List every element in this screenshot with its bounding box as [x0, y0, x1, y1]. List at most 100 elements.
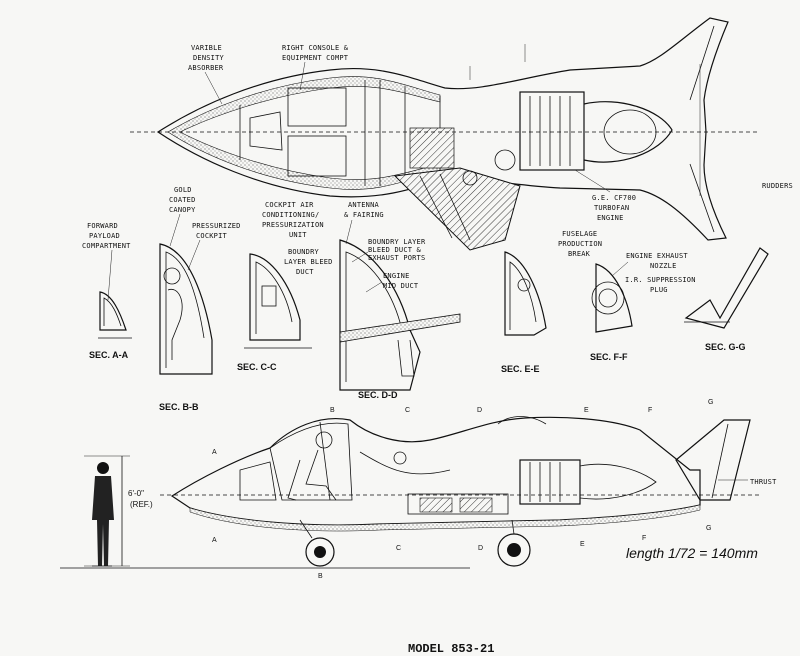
section-label-aa: SEC. A-A	[89, 350, 129, 360]
side-tail-fin	[675, 419, 751, 501]
section-cc: SEC. C-C	[237, 253, 312, 372]
svg-text:NOZZLE: NOZZLE	[650, 262, 677, 270]
svg-text:BOUNDRY LAYER: BOUNDRY LAYER	[368, 238, 426, 246]
section-label-ee: SEC. E-E	[501, 364, 540, 374]
label-rudders: RUDDERS	[762, 182, 793, 190]
svg-text:CANOPY: CANOPY	[169, 206, 196, 214]
svg-text:F: F	[648, 407, 652, 414]
svg-text:D: D	[477, 407, 482, 414]
label-engine-exhaust-nozzle: ENGINE EXHAUST NOZZLE	[611, 252, 688, 277]
svg-text:B: B	[330, 407, 335, 414]
svg-text:PRESSURIZATION: PRESSURIZATION	[262, 221, 324, 229]
svg-text:ENGINE: ENGINE	[597, 214, 624, 222]
section-label-cc: SEC. C-C	[237, 362, 277, 372]
section-ff: SEC. F-F	[590, 263, 633, 362]
svg-text:ABSORBER: ABSORBER	[188, 64, 224, 72]
svg-text:FUSELAGE: FUSELAGE	[562, 230, 597, 238]
label-engine-mid-duct: ENGINE MID DUCT	[365, 272, 419, 293]
label-boundry-duct: BOUNDRY LAYER BLEED DUCT	[284, 248, 332, 276]
svg-text:G: G	[706, 525, 711, 532]
svg-text:G.E. CF700: G.E. CF700	[592, 194, 636, 202]
svg-text:E: E	[584, 407, 589, 414]
cut-marks: A A B B C C D D E E F F G G	[212, 399, 713, 580]
model-number: MODEL 853-21	[408, 642, 494, 656]
svg-text:A: A	[212, 537, 217, 544]
svg-text:CONDITIONING/: CONDITIONING/	[262, 211, 319, 219]
svg-text:C: C	[405, 407, 410, 414]
svg-text:ANTENNA: ANTENNA	[348, 201, 379, 209]
svg-text:BOUNDRY: BOUNDRY	[288, 248, 319, 256]
plan-console-box	[287, 87, 347, 127]
scale-note: length 1/72 = 140mm	[626, 545, 758, 561]
plan-fuel-tank	[409, 127, 455, 169]
nose-wheel	[305, 537, 335, 567]
svg-text:COATED: COATED	[169, 196, 196, 204]
svg-text:B: B	[318, 573, 323, 580]
svg-text:ENGINE: ENGINE	[383, 272, 410, 280]
label-variable-absorber: VARIBLE DENSITY ABSORBER	[188, 44, 224, 105]
label-thrust: THRUST	[750, 478, 777, 486]
human-scale-figure	[92, 462, 114, 567]
section-label-gg: SEC. G-G	[705, 342, 746, 352]
height-dimension: 6'-0" (REF.)	[84, 455, 153, 567]
svg-text:TURBOFAN: TURBOFAN	[594, 204, 629, 212]
section-dd-wing	[339, 313, 461, 343]
label-pressurized-cockpit: PRESSURIZED COCKPIT	[187, 222, 241, 271]
svg-text:EQUIPMENT COMPT: EQUIPMENT COMPT	[282, 54, 349, 62]
label-gold-canopy: GOLD COATED CANOPY	[169, 186, 196, 247]
svg-text:PAYLOAD: PAYLOAD	[89, 232, 120, 240]
plan-fuselage-outline	[156, 17, 729, 241]
svg-text:ENGINE EXHAUST: ENGINE EXHAUST	[626, 252, 688, 260]
plan-console-box-lower	[287, 135, 347, 177]
section-aa: SEC. A-A	[89, 291, 132, 360]
svg-text:COCKPIT AIR: COCKPIT AIR	[265, 201, 314, 209]
svg-text:EXHAUST PORTS: EXHAUST PORTS	[368, 254, 425, 262]
label-engine: G.E. CF700 TURBOFAN ENGINE	[574, 169, 636, 222]
svg-text:GOLD: GOLD	[174, 186, 192, 194]
svg-text:COMPARTMENT: COMPARTMENT	[82, 242, 131, 250]
svg-text:FORWARD: FORWARD	[87, 222, 118, 230]
svg-text:BLEED DUCT &: BLEED DUCT &	[368, 246, 422, 254]
section-gg: SEC. G-G	[684, 247, 769, 352]
side-absorber-band	[189, 504, 701, 532]
main-wheel	[497, 533, 531, 567]
label-antenna: ANTENNA & FAIRING	[344, 201, 384, 245]
svg-text:COCKPIT: COCKPIT	[196, 232, 227, 240]
svg-text:C: C	[396, 545, 401, 552]
label-cockpit-air: COCKPIT AIR CONDITIONING/ PRESSURIZATION…	[262, 201, 324, 239]
svg-text:I.R. SUPPRESSION: I.R. SUPPRESSION	[625, 276, 696, 284]
svg-text:DUCT: DUCT	[296, 268, 314, 276]
svg-text:A: A	[212, 449, 217, 456]
svg-text:DENSITY: DENSITY	[193, 54, 224, 62]
svg-text:E: E	[580, 541, 585, 548]
label-forward-payload: FORWARD PAYLOAD COMPARTMENT	[82, 222, 131, 301]
section-bb: SEC. B-B	[159, 243, 213, 412]
svg-text:BREAK: BREAK	[568, 250, 591, 258]
label-ir-suppression: I.R. SUPPRESSION PLUG	[625, 276, 696, 294]
label-fuselage-break: FUSELAGE PRODUCTION BREAK	[558, 230, 602, 258]
svg-text:F: F	[642, 535, 646, 542]
svg-text:(REF.): (REF.)	[130, 500, 153, 509]
side-view	[60, 416, 760, 569]
label-right-console: RIGHT CONSOLE & EQUIPMENT COMPT	[282, 44, 349, 91]
plan-absorber-shell	[167, 76, 441, 190]
svg-text:PLUG: PLUG	[650, 286, 668, 294]
section-label-dd: SEC. D-D	[358, 390, 398, 400]
svg-text:& FAIRING: & FAIRING	[344, 211, 384, 219]
section-dd: SEC. D-D	[339, 239, 461, 400]
side-engine	[519, 459, 581, 505]
svg-text:RIGHT CONSOLE &: RIGHT CONSOLE &	[282, 44, 349, 52]
svg-text:G: G	[708, 399, 713, 406]
svg-text:6'-0": 6'-0"	[128, 489, 144, 498]
plan-view	[130, 17, 760, 251]
label-boundry-exhaust: BOUNDRY LAYER BLEED DUCT & EXHAUST PORTS	[351, 238, 426, 263]
section-ee: SEC. E-E	[501, 251, 547, 374]
svg-text:D: D	[478, 545, 483, 552]
plan-engine-body	[519, 91, 585, 171]
section-label-ff: SEC. F-F	[590, 352, 628, 362]
svg-text:PRESSURIZED: PRESSURIZED	[192, 222, 241, 230]
section-label-bb: SEC. B-B	[159, 402, 199, 412]
svg-text:MID DUCT: MID DUCT	[383, 282, 419, 290]
svg-text:PRODUCTION: PRODUCTION	[558, 240, 602, 248]
